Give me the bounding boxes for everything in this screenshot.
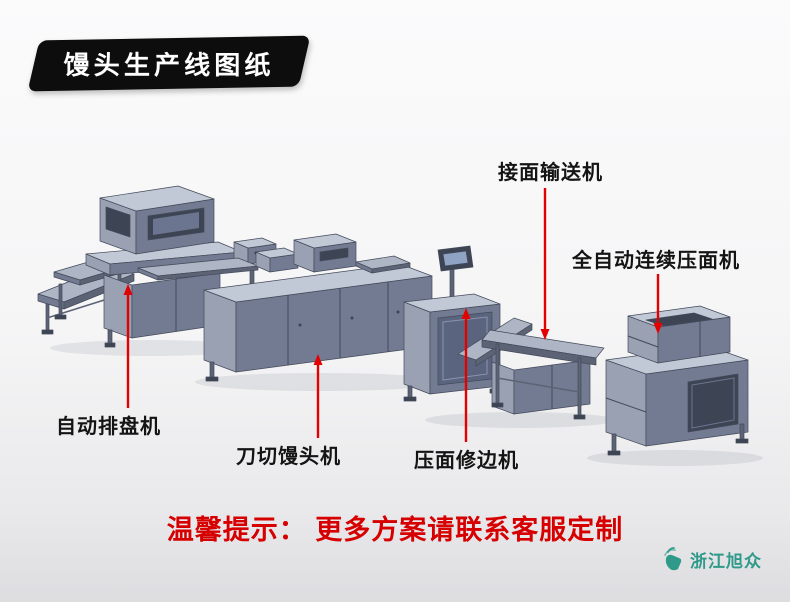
label-continuous-press: 全自动连续压面机: [572, 250, 740, 272]
conveyor-dough-feed: [457, 317, 605, 420]
machine-auto-tray-arranger: [53, 185, 243, 348]
label-knife-cut: 刀切馒头机: [236, 446, 341, 468]
ground-shadows: [50, 340, 763, 466]
machine-knife-cut: [203, 233, 433, 382]
label-edge-trim: 压面修边机: [414, 450, 519, 472]
brand-name: 浙江旭众: [690, 551, 762, 571]
brand-logo-icon: [664, 547, 682, 571]
machine-continuous-press: [605, 305, 749, 456]
pointer-lines: [123, 188, 663, 442]
label-auto-tray: 自动排盘机: [56, 416, 161, 438]
label-dough-feed-conveyor: 接面输送机: [498, 162, 603, 184]
machine-edge-trimmer: [403, 245, 503, 402]
brand-watermark: 浙江旭众: [661, 546, 762, 572]
transfer-platform: [137, 257, 259, 281]
notice-text: 温馨提示： 更多方案请联系客服定制: [166, 515, 624, 545]
title-banner: 馒头生产线图纸: [27, 35, 311, 92]
page-title: 馒头生产线图纸: [63, 50, 275, 80]
